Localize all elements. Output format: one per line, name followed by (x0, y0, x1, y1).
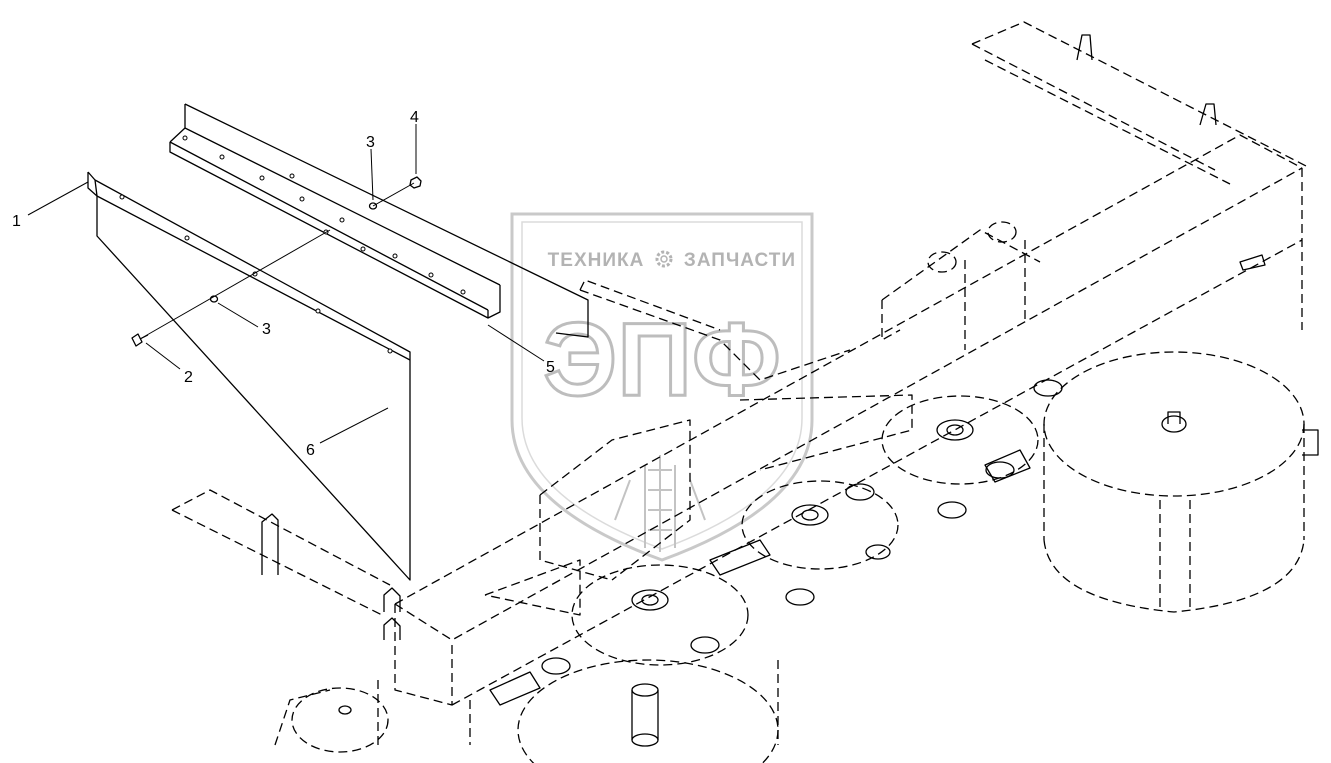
watermark-shield (510, 212, 814, 562)
washer-part-3-upper (368, 202, 378, 210)
callout-3-upper: 3 (366, 134, 375, 151)
callout-3-lower: 3 (262, 321, 271, 338)
callout-6: 6 (306, 442, 315, 459)
watermark: ТЕХНИКА ЗАПЧАСТИ ЭПФ (510, 212, 814, 562)
watermark-monogram: ЭПФ (543, 302, 781, 418)
wheat-icon (614, 455, 706, 552)
callout-1: 1 (12, 213, 21, 230)
watermark-right-word: ЗАПЧАСТИ (684, 250, 796, 271)
disc-hubs (338, 379, 1063, 715)
leader-lines (27, 124, 545, 444)
callout-5: 5 (546, 359, 555, 376)
mower-frame-context (171, 21, 1319, 763)
angle-bracket-part-5 (169, 103, 589, 338)
nut-part-4 (409, 176, 422, 189)
watermark-left-word: ТЕХНИКА (548, 250, 645, 271)
gear-icon (655, 250, 673, 268)
callout-4: 4 (410, 109, 419, 126)
callout-2: 2 (184, 369, 193, 386)
shield-plate-part-6 (87, 171, 411, 581)
